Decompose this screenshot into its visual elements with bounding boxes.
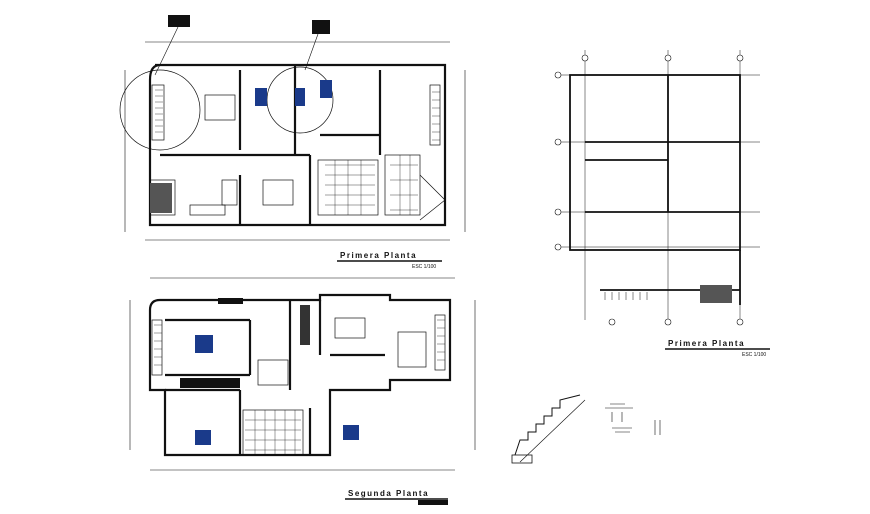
planter-fixture <box>700 285 732 303</box>
closet-fixture <box>180 378 240 388</box>
bathroom-fixture <box>295 88 305 106</box>
section-marker <box>168 15 190 27</box>
bed-fixture <box>343 425 359 440</box>
ground-floor-scale: ESC 1/100 <box>412 264 436 270</box>
ground-floor-plan: Primera Planta ESC 1/100 <box>119 15 466 270</box>
ground-floor-title: Primera Planta <box>340 251 417 260</box>
structural-plan-title: Primera Planta <box>668 339 745 348</box>
bed-fixture <box>195 335 213 353</box>
structural-plan: Primera Planta ESC 1/100 <box>554 50 770 358</box>
bed-fixture <box>255 88 267 106</box>
planter-fixture <box>150 183 172 213</box>
upper-floor-plan: Segunda Planta <box>129 277 476 505</box>
upper-floor-title: Segunda Planta <box>348 489 429 498</box>
bed-fixture <box>195 430 211 445</box>
section-marker <box>312 20 330 34</box>
bed-fixture <box>320 80 332 98</box>
stair-section-detail <box>511 394 661 464</box>
structural-plan-scale: ESC 1/100 <box>742 352 766 358</box>
kitchen-fixture <box>300 305 310 345</box>
window-fixture <box>218 298 243 304</box>
